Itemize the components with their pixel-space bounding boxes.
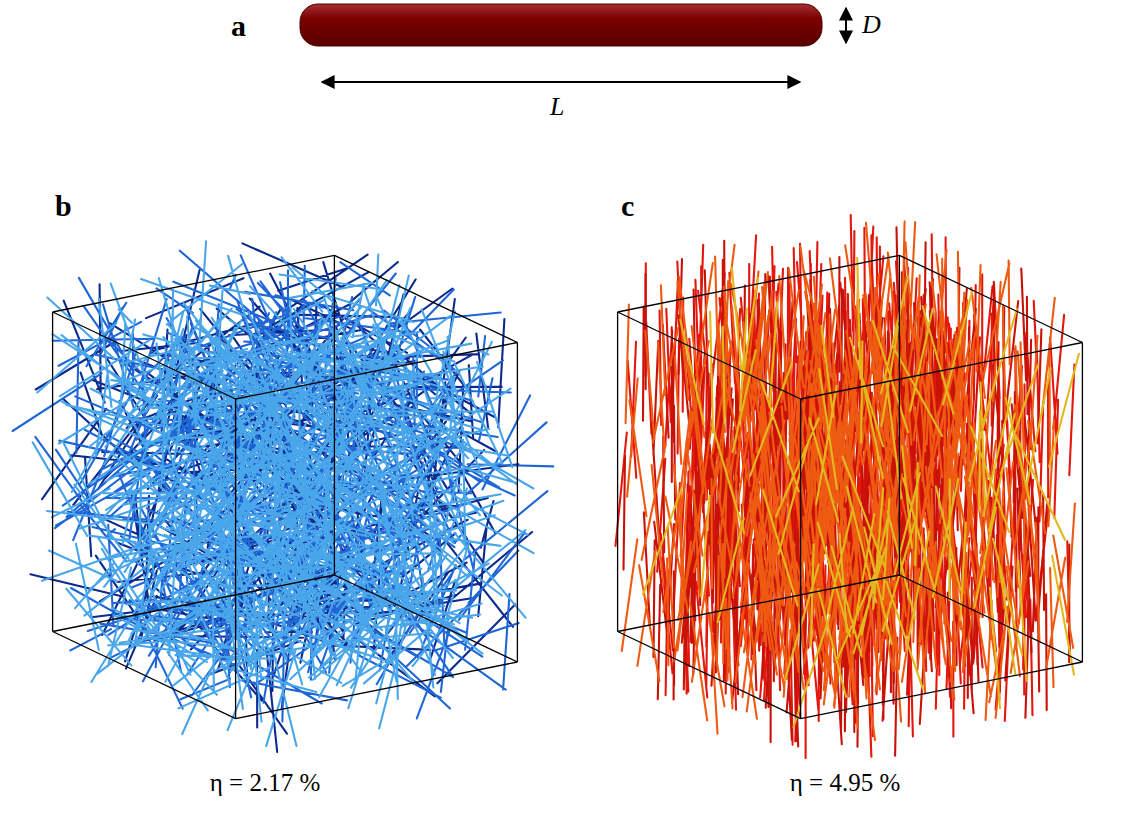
length-arrow	[322, 81, 800, 83]
simulation-box	[53, 255, 518, 718]
diameter-arrow	[845, 8, 847, 43]
dimension-label: L	[550, 94, 564, 120]
panel-letter: b	[52, 190, 75, 222]
rod-shape	[300, 4, 822, 46]
dimension-label: D	[862, 12, 881, 38]
volume-fraction: η = 4.95 %	[790, 770, 901, 795]
rod-ensembles	[13, 215, 1083, 758]
rod-lines	[622, 221, 1075, 740]
rod-lines	[33, 241, 534, 746]
simulation-box	[618, 255, 1083, 718]
volume-fraction: η = 2.17 %	[210, 770, 321, 795]
rod-lines	[643, 258, 1079, 728]
rod-lines	[616, 215, 1075, 758]
panel-letter: a	[228, 10, 249, 42]
panel-letter: c	[618, 190, 637, 222]
